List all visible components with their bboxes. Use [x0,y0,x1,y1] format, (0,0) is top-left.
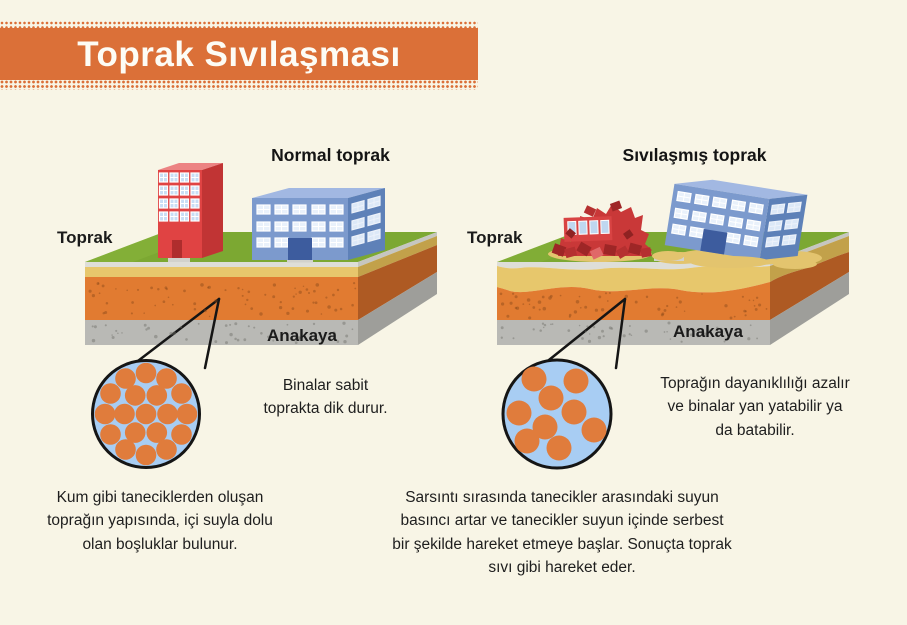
left-soil-block [85,232,437,345]
left-diagram [85,163,437,469]
red-building [158,163,223,258]
right-diagram [497,173,849,470]
walkway [287,259,313,263]
left-bedrock-label: Anakaya [267,326,337,345]
left-panel-heading: Normal toprak [271,145,390,165]
sand-around-building [652,251,817,269]
soil-speckles [88,281,768,345]
packed-soil-particles [94,362,198,466]
right-magnifier-caption: Toprağın dayanıklılığı azalır ve binalar… [660,375,850,439]
right-bedrock-label: Anakaya [673,322,743,341]
right-description: Sarsıntı sırasında tanecikler arasındaki… [392,489,732,576]
right-magnifier [501,358,613,470]
right-soil-label: Toprak [467,228,523,247]
right-panel-heading: Sıvılaşmış toprak [622,145,767,165]
page-title: Toprak Sıvılaşması [77,35,401,74]
office-building [251,187,386,261]
left-soil-label: Toprak [57,228,113,247]
loose-soil-particles [506,366,607,461]
left-description: Kum gibi taneciklerden oluşan toprağın y… [47,489,273,553]
collapsed-building [551,200,652,260]
walkway [168,255,190,262]
title-banner: Toprak Sıvılaşması [0,21,478,90]
left-magnifier-caption: Binalar sabit toprakta dik durur. [263,377,388,418]
left-magnifier [91,359,201,469]
rubble-chunks [551,200,652,260]
